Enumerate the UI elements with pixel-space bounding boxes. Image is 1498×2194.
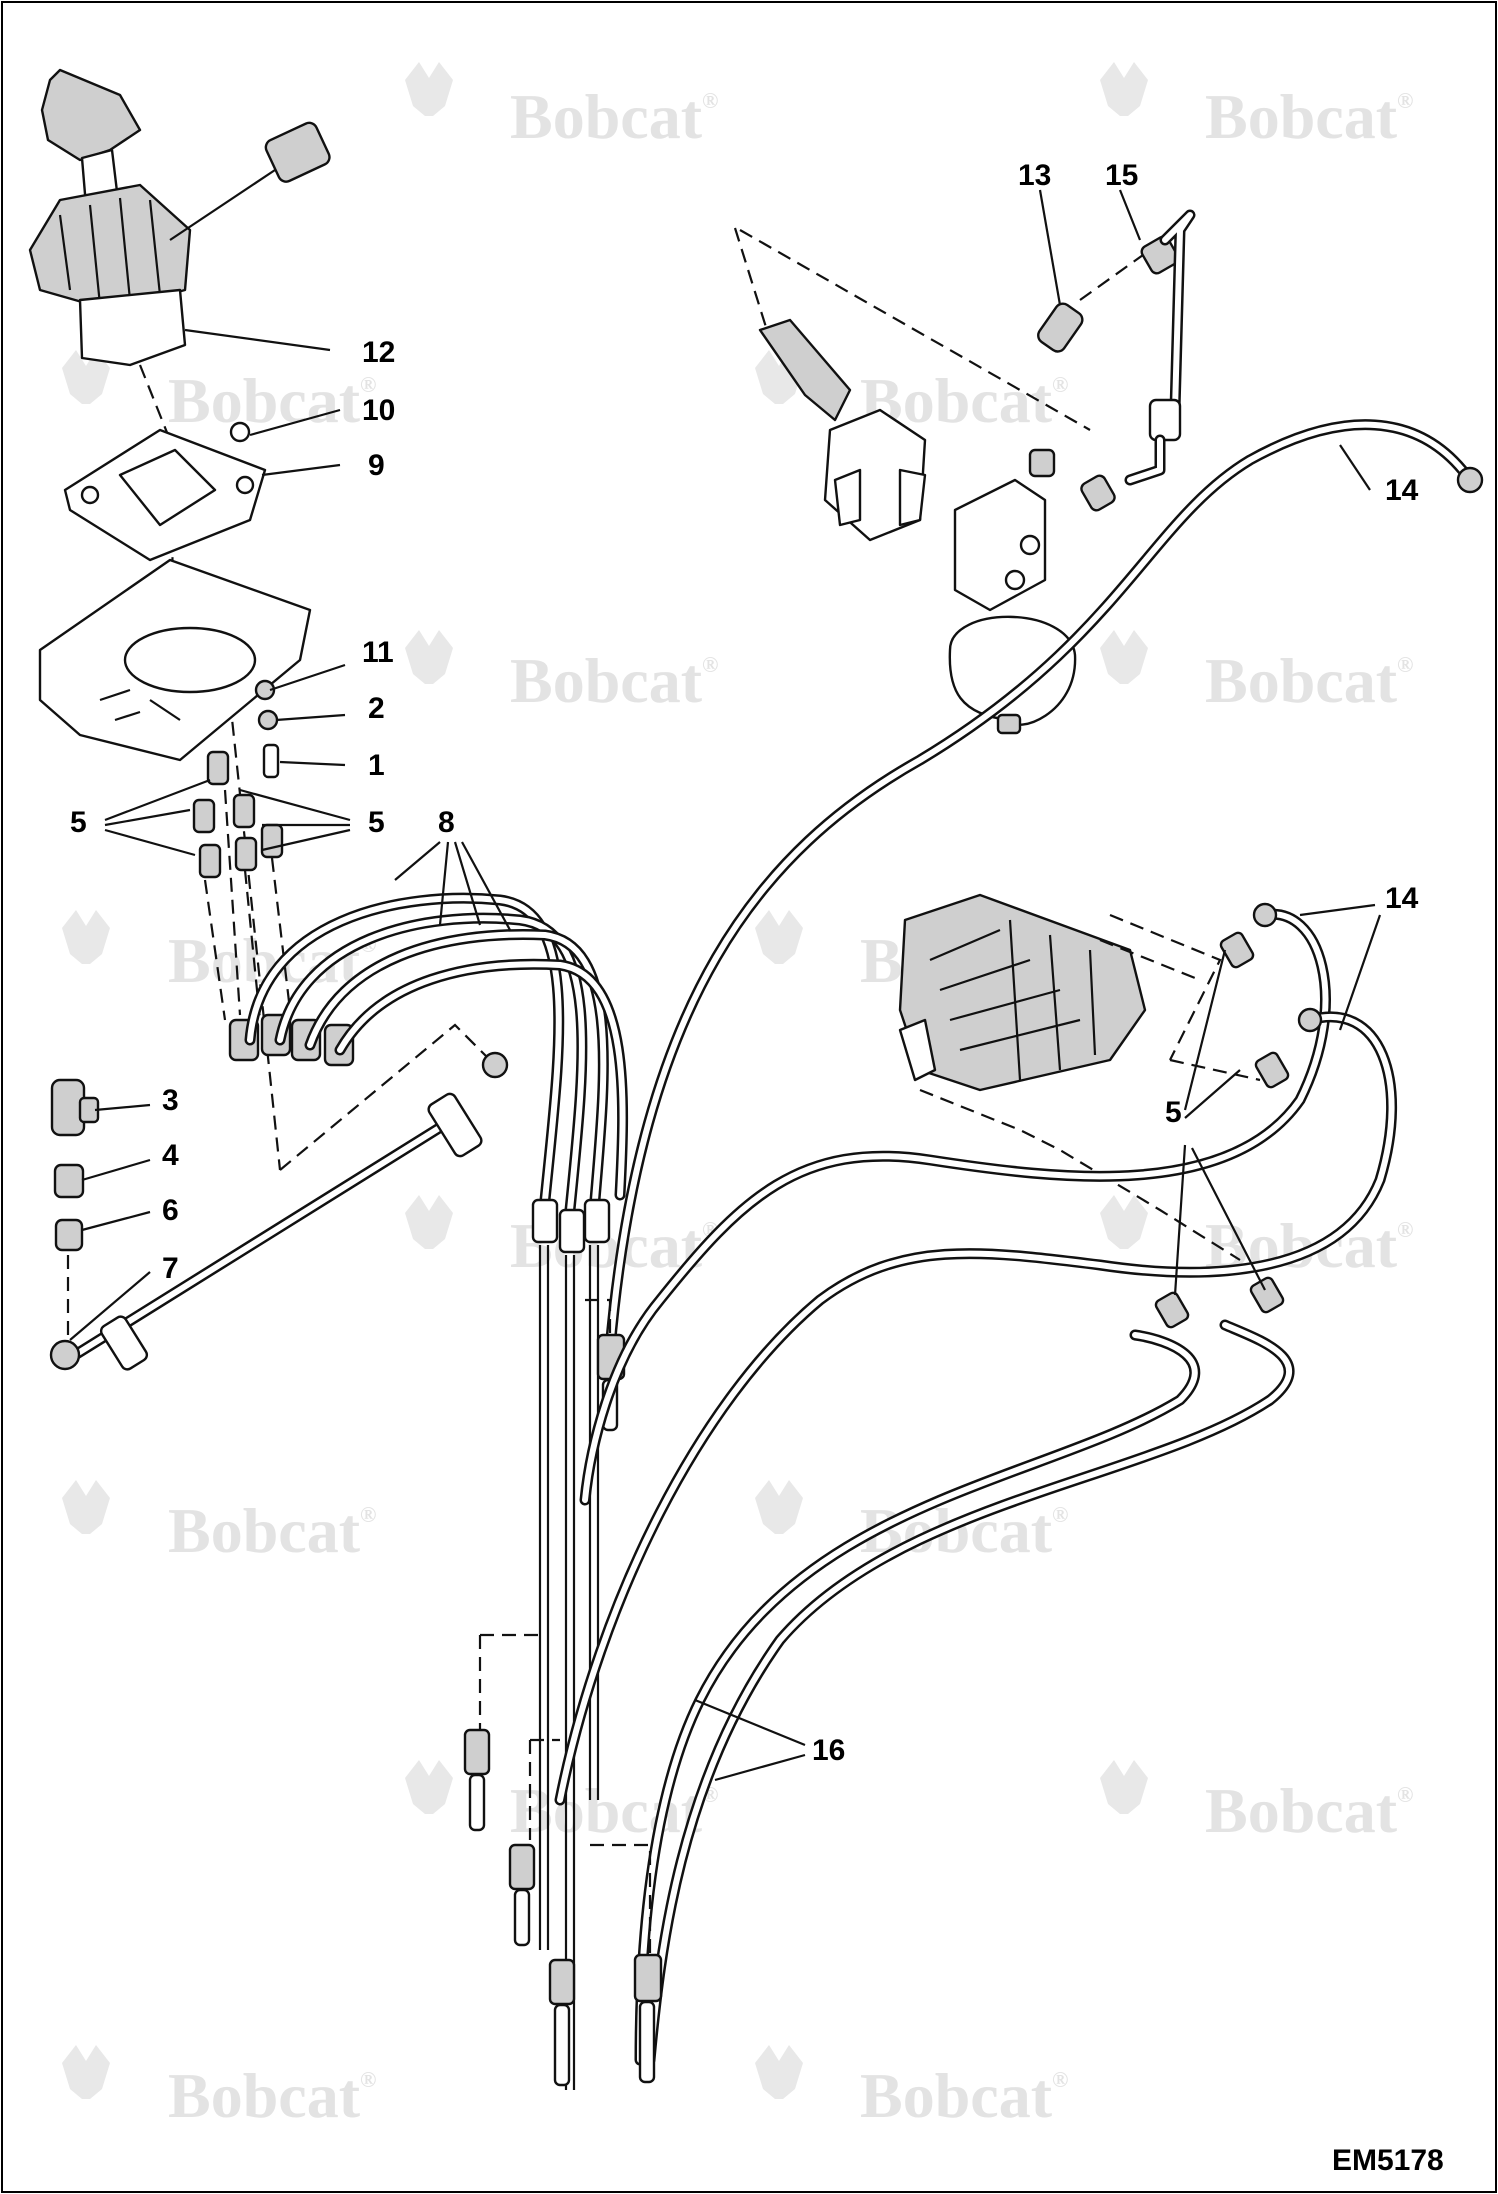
watermark-layer: Bobcat® Bobcat® Bobcat® Bobcat® Bobcat® … — [62, 62, 1413, 2131]
joystick-wire — [169, 169, 276, 241]
hose-14-valve — [554, 902, 1397, 1806]
svg-text:Bobcat®: Bobcat® — [510, 81, 718, 152]
registered-mark: ® — [360, 2067, 376, 2092]
joystick-handle — [40, 68, 142, 162]
callout-9: 9 — [368, 449, 385, 482]
registered-mark: ® — [1397, 1782, 1413, 1807]
registered-mark: ® — [1052, 1502, 1068, 1527]
figure-code: EM5178 — [1332, 2144, 1444, 2177]
svg-text:Bobcat®: Bobcat® — [1205, 1775, 1413, 1846]
washer-11 — [254, 679, 276, 701]
registered-mark: ® — [360, 372, 376, 397]
svg-text:Bobcat®: Bobcat® — [168, 2060, 376, 2131]
tee-fitting-group — [49, 1023, 509, 1371]
screw-10 — [229, 421, 251, 443]
callout-5-right: 5 — [368, 806, 385, 839]
callout-5-left: 5 — [70, 806, 87, 839]
callout-1: 1 — [368, 749, 385, 782]
registered-mark: ® — [1397, 88, 1413, 113]
elbow-13 — [1037, 302, 1084, 353]
svg-text:Bobcat®: Bobcat® — [860, 2060, 1068, 2131]
svg-text:Bobcat®: Bobcat® — [168, 1495, 376, 1566]
watermark-r1c2: Bobcat® — [1100, 62, 1413, 152]
joystick-boot — [28, 183, 192, 312]
fitting-5-valve-b — [1254, 1051, 1290, 1089]
svg-text:Bobcat®: Bobcat® — [1205, 81, 1413, 152]
registered-mark: ® — [1397, 652, 1413, 677]
watermark-r6c1: Bobcat® — [62, 1480, 376, 1566]
accumulator-assembly — [733, 209, 1196, 735]
registered-mark: ® — [702, 88, 718, 113]
joystick-connector — [264, 121, 331, 183]
callout-12: 12 — [362, 336, 395, 369]
callout-15: 15 — [1105, 159, 1138, 192]
callout-labels: 12 10 9 11 2 1 5 5 8 3 4 6 7 13 15 14 14… — [70, 159, 1419, 1767]
leader-lines — [69, 189, 1382, 1782]
pilot-hoses-8 — [244, 892, 629, 2090]
watermark-r7c2: Bobcat® — [1100, 1760, 1413, 1846]
callout-14-top: 14 — [1385, 474, 1419, 507]
registered-mark: ® — [1397, 1217, 1413, 1242]
bolt-1 — [262, 743, 280, 779]
joystick-assembly — [28, 68, 355, 1171]
callout-16: 16 — [812, 1734, 845, 1767]
adapter-6 — [54, 1218, 84, 1252]
callout-5-valve: 5 — [1165, 1096, 1182, 1129]
callout-6: 6 — [162, 1194, 179, 1227]
accumulator-sphere — [948, 615, 1077, 726]
tube-adapter-15 — [1140, 235, 1180, 275]
callout-10: 10 — [362, 394, 395, 427]
elbow-fitting-left — [758, 318, 852, 422]
fitting-5-valve-c — [1154, 1291, 1190, 1329]
callout-8: 8 — [438, 806, 455, 839]
valve-body — [898, 893, 1147, 1092]
watermark-r6c2: Bobcat® — [755, 1480, 1068, 1566]
callout-3: 3 — [162, 1084, 179, 1117]
callout-13: 13 — [1018, 159, 1051, 192]
hose-14-long — [585, 419, 1484, 1432]
watermark-r3c2: Bobcat® — [1100, 630, 1413, 716]
hose-end-b — [508, 1843, 536, 1891]
registered-mark: ® — [1052, 2067, 1068, 2092]
callout-14-valve: 14 — [1385, 882, 1419, 915]
hose-end-a — [463, 1728, 491, 1776]
washer-2 — [257, 709, 279, 731]
registered-mark: ® — [702, 652, 718, 677]
joystick-base-cup — [78, 288, 187, 367]
watermark-r3c1: Bobcat® — [405, 630, 718, 716]
callout-4: 4 — [162, 1139, 179, 1172]
hose-end-c — [548, 1958, 576, 2006]
hose-16-end — [633, 1953, 663, 2003]
svg-text:Bobcat®: Bobcat® — [168, 365, 376, 436]
watermark-r1c1: Bobcat® — [405, 62, 718, 152]
fitting-5-valve-d — [1249, 1276, 1285, 1314]
callout-11: 11 — [362, 636, 394, 669]
watermark-r8c2: Bobcat® — [755, 2045, 1068, 2131]
registered-mark: ® — [360, 1502, 376, 1527]
watermark-r2c1: Bobcat® — [62, 350, 376, 436]
watermark-r8c1: Bobcat® — [62, 2045, 376, 2131]
svg-text:Bobcat®: Bobcat® — [510, 645, 718, 716]
nut-4 — [53, 1163, 85, 1199]
fitting-group-upper — [192, 750, 284, 879]
registered-mark: ® — [1052, 372, 1068, 397]
callout-7: 7 — [162, 1252, 179, 1285]
control-valve — [898, 893, 1290, 1329]
hoses-16 — [590, 1319, 1295, 2084]
callout-2: 2 — [368, 692, 385, 725]
fitting-5-valve-a — [1219, 931, 1255, 969]
svg-text:Bobcat®: Bobcat® — [1205, 645, 1413, 716]
